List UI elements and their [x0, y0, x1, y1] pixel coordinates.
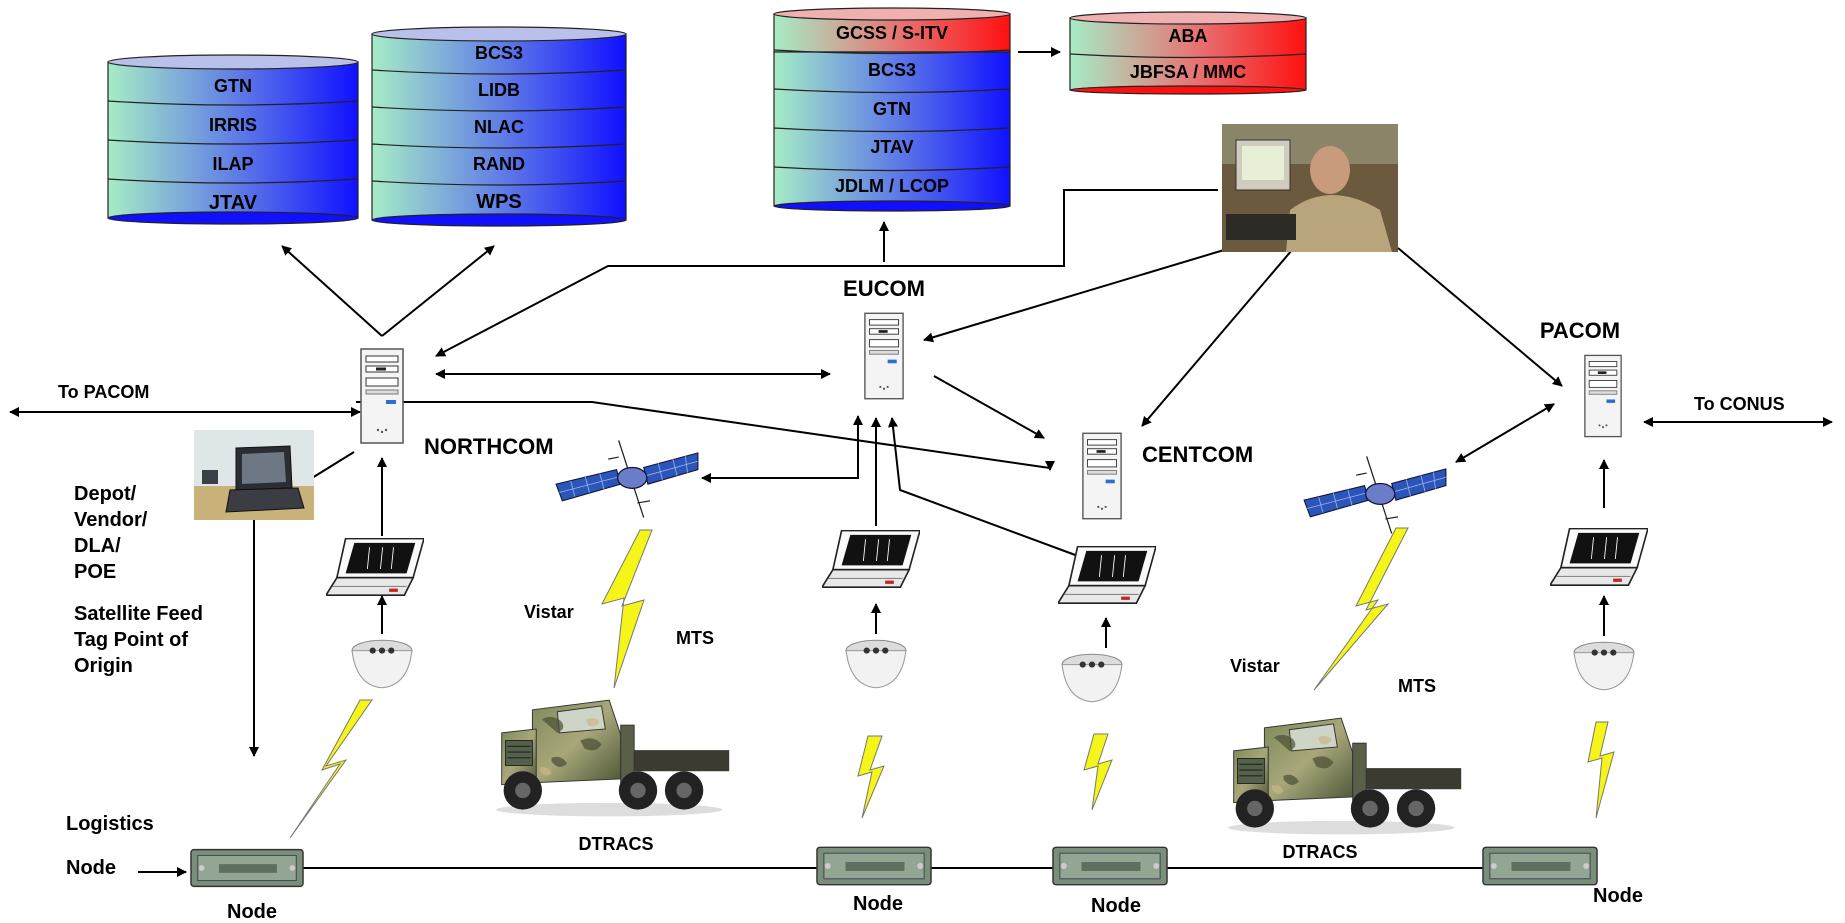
db-entry: JDLM / LCOP	[835, 176, 949, 196]
arrow	[1397, 247, 1563, 387]
laptop-icon	[326, 538, 424, 596]
to-conus-label: To CONUS	[1694, 394, 1785, 414]
to-pacom-label: To PACOM	[58, 382, 149, 402]
node-label: Node	[1593, 885, 1643, 907]
operator-photo	[1222, 124, 1398, 252]
dtracs-label: DTRACS	[579, 834, 654, 854]
server-icon	[864, 312, 904, 400]
lightning-icon	[289, 527, 1615, 839]
arrow	[923, 249, 1225, 343]
server-icon	[360, 348, 404, 444]
svg-text:Satellite Feed: Satellite Feed	[74, 603, 203, 625]
arrow	[281, 245, 383, 337]
pacom-label: PACOM	[1540, 318, 1620, 343]
mts-label: MTS	[676, 628, 714, 648]
db-entry: JTAV	[209, 192, 258, 214]
arrow	[435, 189, 1218, 357]
vistar-label: Vistar	[1230, 656, 1280, 676]
node-box-icon	[1482, 846, 1598, 886]
database-stack-right: ABA JBFSA / MMC	[1069, 11, 1307, 95]
database-stack-left-2: BCS3 LIDB NLAC RAND WPS	[371, 26, 627, 227]
arrow	[888, 417, 1079, 557]
satellite-icon	[1303, 455, 1447, 535]
rfid-reader-icon	[351, 639, 413, 689]
db-entry: RAND	[473, 154, 525, 174]
satellite-icon	[555, 439, 699, 519]
db-entry: ABA	[1169, 26, 1208, 46]
laptop-icon	[1550, 528, 1648, 586]
arrow	[1141, 249, 1293, 427]
db-entry: JBFSA / MMC	[1130, 62, 1246, 82]
logistics-label: Logistics	[66, 813, 154, 835]
northcom-label: NORTHCOM	[424, 434, 554, 459]
db-entry: NLAC	[474, 117, 524, 137]
svg-text:POE: POE	[74, 561, 116, 583]
labels: EUCOM PACOM NORTHCOM CENTCOM To PACOM To…	[58, 276, 1785, 923]
laptop-icon	[822, 530, 920, 588]
arrow	[381, 245, 495, 337]
arrow	[933, 375, 1045, 439]
node-label: Node	[853, 893, 903, 915]
db-entry: BCS3	[868, 60, 916, 80]
db-entry: LIDB	[478, 80, 520, 100]
db-entry: WPS	[476, 191, 522, 213]
vistar-label: Vistar	[524, 602, 574, 622]
db-entry: JTAV	[870, 137, 913, 157]
node-box-icon	[190, 848, 304, 888]
connector	[356, 401, 1051, 469]
svg-text:Vendor/: Vendor/	[74, 509, 148, 531]
svg-text:Depot/: Depot/	[74, 483, 137, 505]
rfid-reader-icon	[845, 639, 907, 689]
svg-text:Origin: Origin	[74, 655, 133, 677]
db-entry: GTN	[873, 99, 911, 119]
server-icon	[1584, 354, 1622, 438]
truck-icon	[495, 699, 730, 817]
node-label: Node	[66, 857, 116, 879]
database-stack-center: GCSS / S-ITV BCS3 GTN JTAV JDLM / LCOP	[773, 7, 1011, 212]
svg-text:DLA/: DLA/	[74, 535, 121, 557]
rfid-reader-icon	[1573, 641, 1635, 691]
db-entry: BCS3	[475, 43, 523, 63]
eucom-label: EUCOM	[843, 276, 925, 301]
rfid-reader-icon	[1061, 653, 1123, 703]
dtracs-label: DTRACS	[1283, 842, 1358, 862]
node-box-icon	[816, 846, 932, 886]
node-label: Node	[1091, 895, 1141, 917]
mts-label: MTS	[1398, 676, 1436, 696]
node-label: Node	[227, 901, 277, 923]
db-entry: IRRIS	[209, 115, 257, 135]
arrow	[701, 415, 863, 483]
arrow	[1455, 403, 1555, 463]
laptop-photo	[194, 430, 314, 520]
svg-text:Tag Point of: Tag Point of	[74, 629, 188, 651]
db-entry: GCSS / S-ITV	[836, 23, 948, 43]
database-stack-left-1: GTN IRRIS ILAP JTAV	[107, 54, 359, 225]
arrow	[311, 451, 355, 479]
db-entry: ILAP	[212, 154, 253, 174]
node-box-icon	[1052, 846, 1168, 886]
db-entry: GTN	[214, 76, 252, 96]
depot-label: Depot/ Vendor/ DLA/ POE Satellite Feed T…	[74, 483, 203, 677]
truck-icon	[1227, 717, 1462, 835]
server-icon	[1082, 432, 1122, 520]
centcom-label: CENTCOM	[1142, 442, 1253, 467]
